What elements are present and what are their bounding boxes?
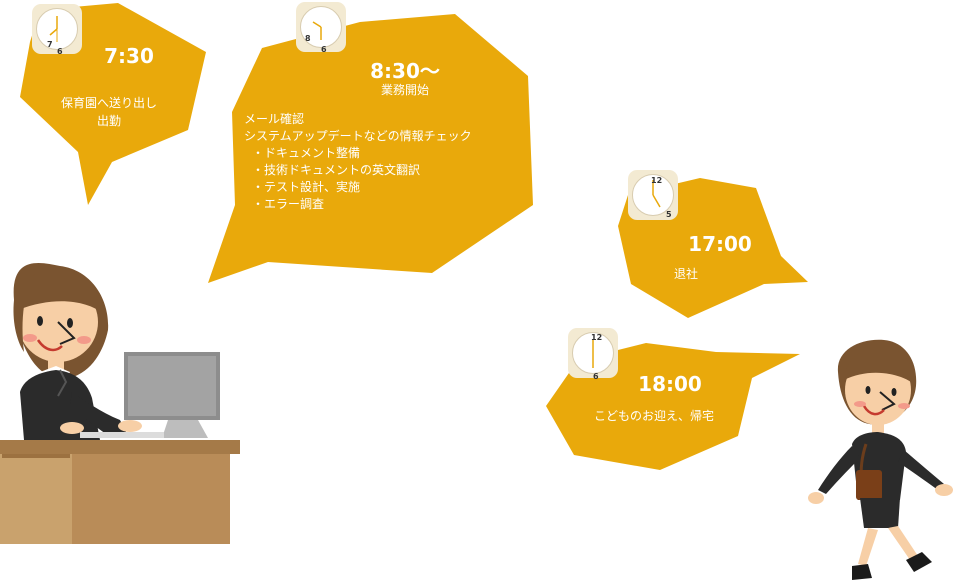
time-label: 17:00 [688, 232, 752, 256]
clock-number: 6 [593, 372, 599, 381]
clock-number: 7 [47, 40, 53, 49]
schedule-line: 出勤 [96, 114, 121, 128]
bubble-0830 [208, 14, 533, 283]
schedule-line: ・技術ドキュメントの英文翻訳 [252, 163, 421, 177]
schedule-line: ・テスト設計、実施 [252, 180, 361, 194]
schedule-line: システムアップデートなどの情報チェック [244, 129, 472, 143]
clock-icon: 12 5 [628, 170, 678, 220]
schedule-subtitle: 業務開始 [380, 83, 429, 97]
time-label: 8:30〜 [370, 59, 440, 83]
clock-icon: 7 6 [32, 4, 82, 56]
clock-number: 12 [651, 176, 663, 185]
time-label: 18:00 [638, 372, 702, 396]
clock-number: 6 [321, 45, 327, 54]
schedule-line: メール確認 [244, 112, 305, 126]
clock-number: 6 [57, 47, 63, 56]
clock-icon: 12 6 [568, 328, 618, 381]
schedule-line: 退社 [673, 267, 698, 281]
schedule-line: 保育園へ送り出し [60, 96, 157, 110]
clock-number: 8 [305, 34, 311, 43]
schedule-line: ・エラー調査 [252, 197, 325, 211]
clock-number: 5 [666, 210, 672, 219]
schedule-line: ・ドキュメント整備 [252, 146, 361, 160]
clock-icon: 8 6 [296, 2, 346, 54]
time-label: 7:30 [104, 44, 154, 68]
clock-number: 12 [591, 333, 603, 342]
schedule-line: こどものお迎え、帰宅 [593, 409, 714, 423]
